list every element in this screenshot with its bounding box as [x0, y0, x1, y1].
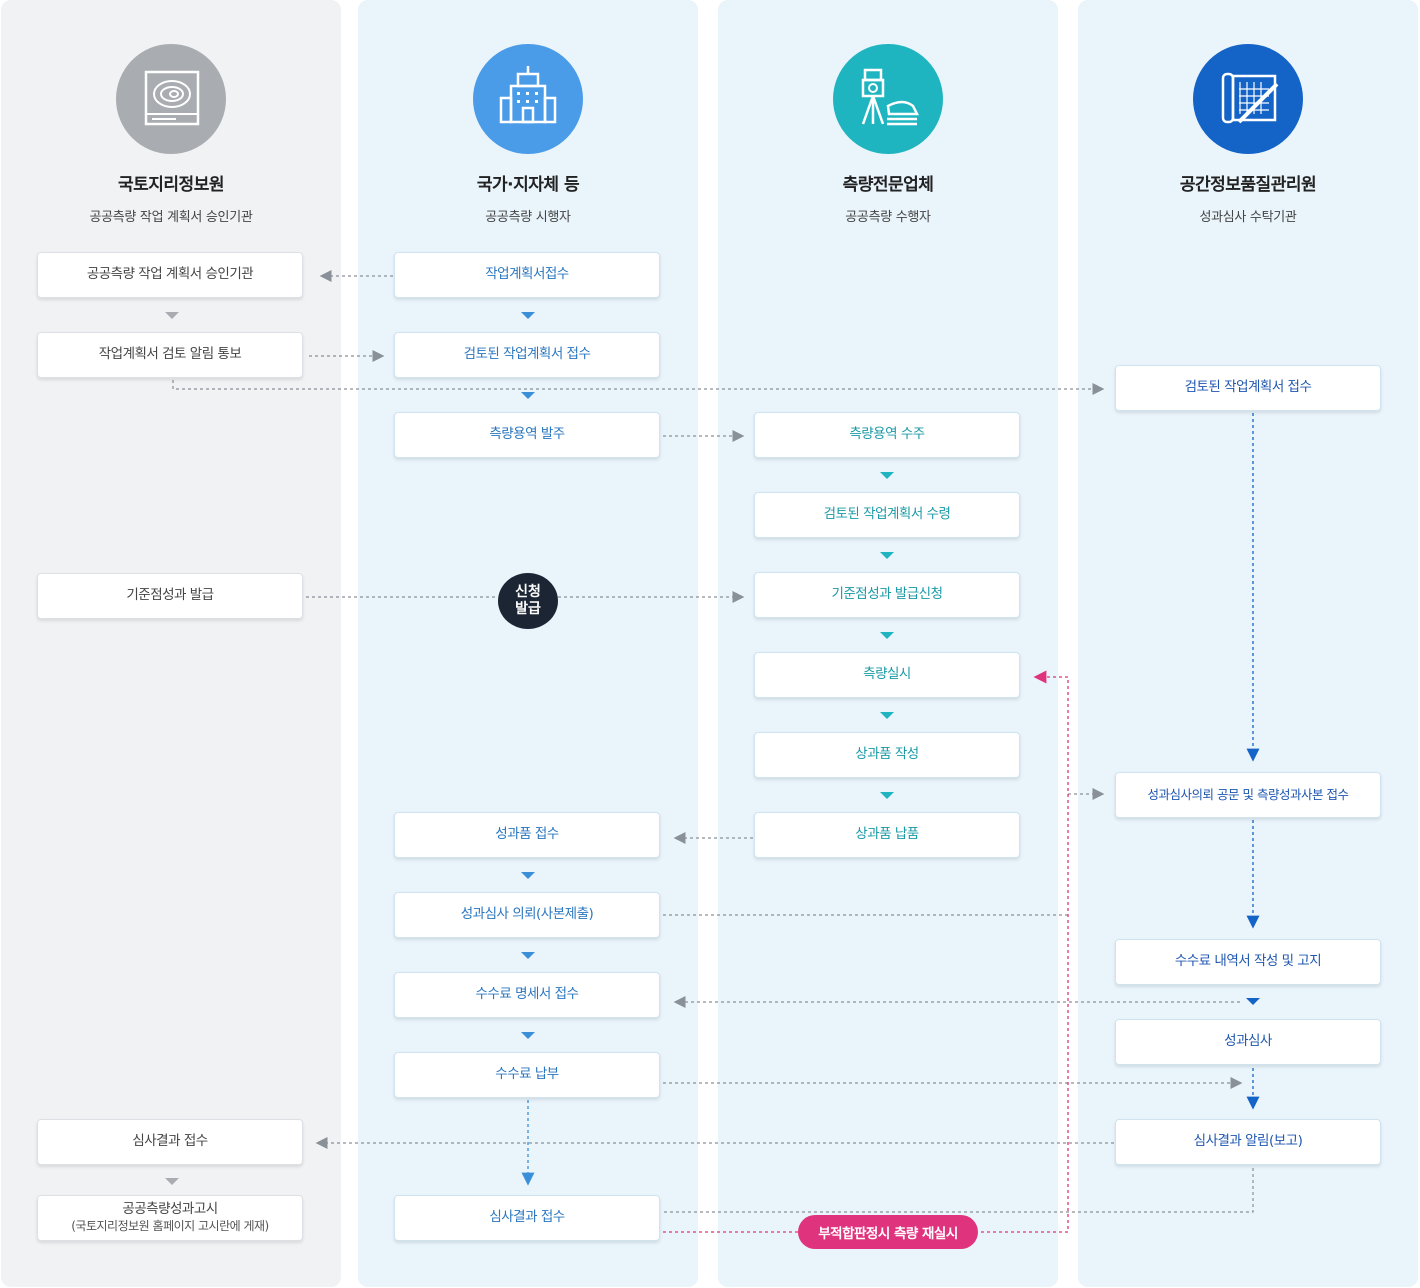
- topographic-map-icon: [116, 44, 226, 154]
- survey-instrument-icon: [833, 44, 943, 154]
- reviewed-plan-box-government: 검토된 작업계획서 접수: [394, 332, 660, 378]
- plan-approval-box: 공공측량 작업 계획서 승인기관: [37, 252, 303, 298]
- product-receive-box: 성과품 접수: [394, 812, 660, 858]
- announcement-box: 공공측량성과고시 (국토지리정보원 홈페이지 고시란에 게재): [37, 1195, 303, 1241]
- result-notice-box: 심사결과 알림(보고): [1115, 1119, 1381, 1165]
- badge-apply: 신청: [515, 583, 541, 600]
- product-make-box: 상과품 작성: [754, 732, 1020, 778]
- control-points-box: 기준점성과 발급: [37, 573, 303, 619]
- result-receive-box-approval: 심사결과 접수: [37, 1119, 303, 1165]
- reviewed-plan-box-institute: 검토된 작업계획서 접수: [1115, 365, 1381, 411]
- blueprint-icon: [1193, 44, 1303, 154]
- review-request-box-institute: 성과심사의뢰 공문 및 측량성과사본 접수: [1115, 772, 1381, 818]
- column-subtitle-survey-company: 공공측량 수행자: [845, 210, 931, 225]
- review-request-box-government: 성과심사 의뢰(사본제출): [394, 892, 660, 938]
- column-title-quality-institute: 공간정보품질관리원: [1179, 175, 1317, 195]
- column-title-approval: 국토지리정보원: [118, 175, 224, 195]
- fee-payment-box: 수수료 납부: [394, 1052, 660, 1098]
- column-subtitle-government: 공공측량 시행자: [485, 210, 571, 225]
- lane-approval-agency: [1, 0, 341, 1287]
- review-box: 성과심사: [1115, 1019, 1381, 1065]
- government-building-icon: [473, 44, 583, 154]
- announcement-note: (국토지리정보원 홈페이지 고시란에 게재): [71, 1218, 269, 1233]
- lane-quality-institute: [1078, 0, 1418, 1287]
- fee-statement-box: 수수료 명세서 접수: [394, 972, 660, 1018]
- column-subtitle-quality-institute: 성과심사 수탁기관: [1199, 210, 1297, 225]
- lane-survey-company: [718, 0, 1058, 1287]
- survey-box: 측량실시: [754, 652, 1020, 698]
- redo-survey-label: 부적합판정시 측량 재실시: [798, 1215, 978, 1249]
- contract-box: 측량용역 수주: [754, 412, 1020, 458]
- badge-issue: 발급: [515, 601, 541, 617]
- column-title-government: 국가·지자체 등: [476, 175, 580, 195]
- apply-issue-badge: 신청 발급: [498, 573, 558, 629]
- result-receive-box-government: 심사결과 접수: [394, 1195, 660, 1241]
- plan-submit-box: 작업계획서접수: [394, 252, 660, 298]
- control-request-box: 기준점성과 발급신청: [754, 572, 1020, 618]
- column-title-survey-company: 측량전문업체: [842, 175, 934, 195]
- reviewed-plan-box-company: 검토된 작업계획서 수령: [754, 492, 1020, 538]
- product-deliver-box: 상과품 납품: [754, 812, 1020, 858]
- review-notice-box: 작업계획서 검토 알림 통보: [37, 332, 303, 378]
- order-box: 측량용역 발주: [394, 412, 660, 458]
- announcement-title: 공공측량성과고시: [122, 1201, 218, 1218]
- fee-notice-box: 수수료 내역서 작성 및 고지: [1115, 939, 1381, 985]
- column-subtitle-approval: 공공측량 작업 계획서 승인기관: [89, 210, 253, 225]
